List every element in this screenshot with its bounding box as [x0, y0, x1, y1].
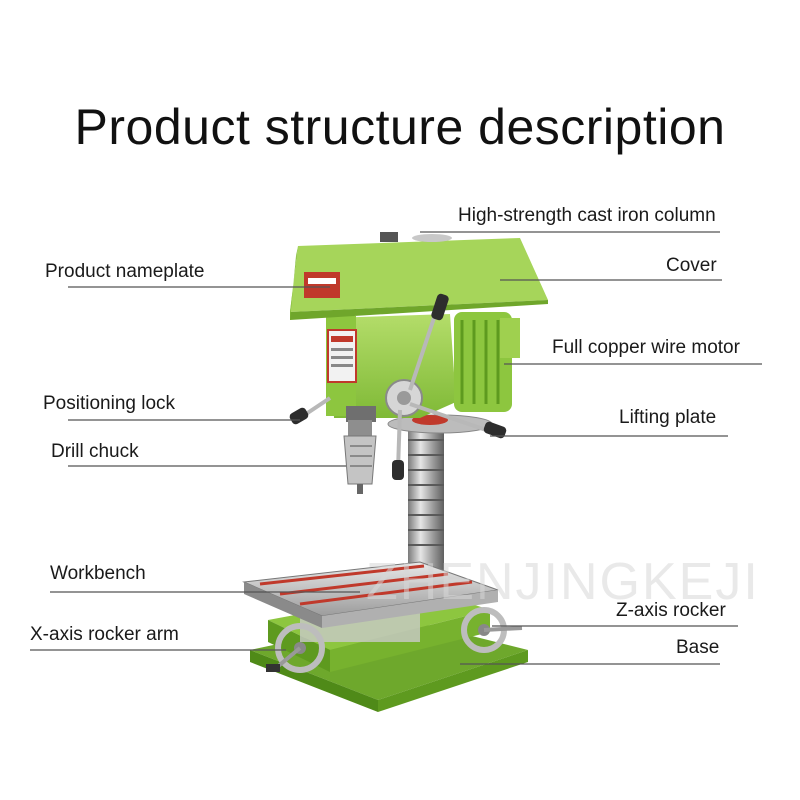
label-x-axis-rocker-arm: X-axis rocker arm: [30, 624, 179, 645]
label-high-strength-cast-iron-column: High-strength cast iron column: [458, 205, 716, 226]
feed-handle-shape: [385, 293, 507, 480]
workbench-shape: [242, 561, 499, 628]
drill-chuck-shape: [343, 420, 377, 494]
nameplate-shape: [304, 272, 357, 383]
motor-shape: [454, 312, 520, 412]
label-lifting-plate: Lifting plate: [619, 407, 717, 428]
label-full-copper-wire-motor: Full copper wire motor: [552, 337, 740, 358]
label-cover: Cover: [666, 255, 717, 276]
page-title: Product structure description: [74, 99, 726, 155]
column-shape: [408, 420, 444, 590]
label-base: Base: [676, 637, 720, 658]
x-axis-handwheel-shape: [266, 623, 325, 673]
positioning-lock-shape: [289, 396, 332, 425]
label-drill-chuck: Drill chuck: [51, 441, 139, 462]
label-z-axis-rocker: Z-axis rocker: [616, 600, 726, 621]
leader-lines: [30, 231, 762, 665]
watermark-text: ZHENJINGKEJI: [366, 553, 760, 611]
label-workbench: Workbench: [50, 563, 146, 584]
cover-shape: [290, 232, 548, 320]
z-axis-handwheel-shape: [461, 607, 523, 653]
label-positioning-lock: Positioning lock: [43, 393, 176, 414]
label-product-nameplate: Product nameplate: [45, 261, 205, 282]
